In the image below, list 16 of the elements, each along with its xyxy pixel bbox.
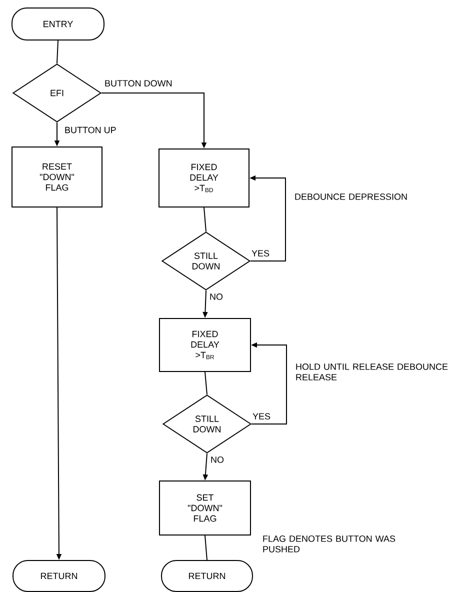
terminal-box: RETURN	[161, 560, 253, 592]
note-text: FLAG DENOTES BUTTON WAS PUSHED	[263, 536, 396, 552]
edge-label: NO	[208, 292, 224, 301]
terminal-box: RETURN	[12, 560, 106, 592]
note-text: HOLD UNTIL RELEASE DEBOUNCE RELEASE	[296, 364, 448, 380]
process-box: FIXED DELAY >T$_{BR}$	[159, 318, 251, 372]
edge-label: BUTTON UP	[64, 126, 118, 134]
process-box: FIXED DELAY >T$_{BD}$	[158, 148, 250, 208]
terminal-box: ENTRY	[12, 8, 104, 40]
note-text: DEBOUNCE DEPRESSION	[295, 194, 407, 200]
process-box: RESET "DOWN" FLAG	[12, 146, 102, 208]
process-box: SET "DOWN" FLAG	[159, 480, 251, 536]
edge-label: NO	[210, 456, 225, 464]
edge-label: YES	[250, 249, 270, 258]
edge-label: BUTTON DOWN	[104, 79, 174, 88]
edge-label: YES	[252, 412, 272, 420]
